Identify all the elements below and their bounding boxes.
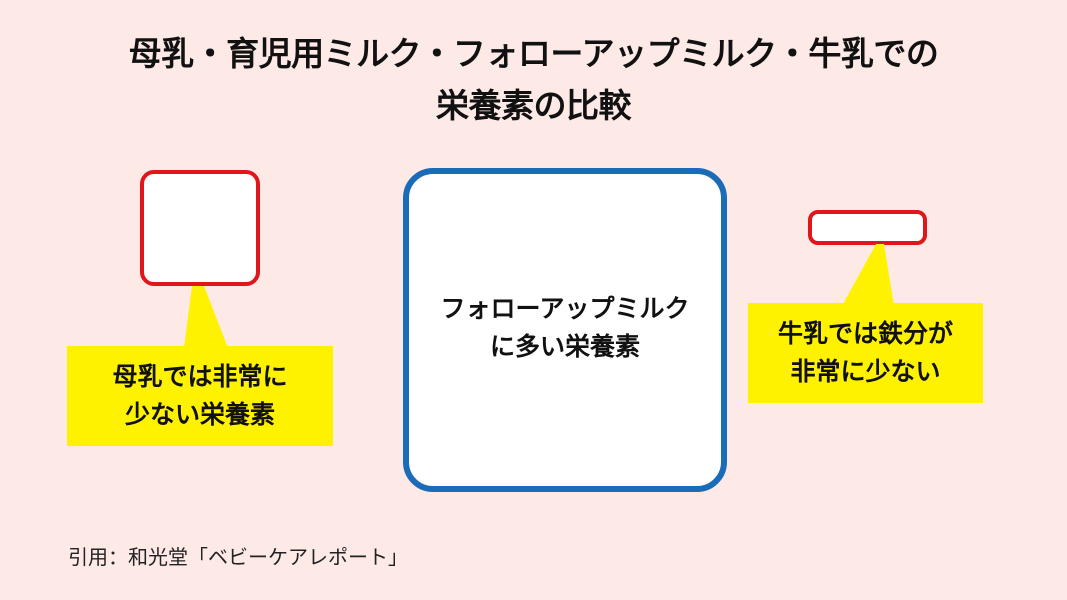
center-box-label: フォローアップミルク に多い栄養素 [409,290,721,366]
right-callout-line-1: 牛乳では鉄分が [777,319,953,348]
left-callout-tail [184,286,228,348]
title-line-2: 栄養素の比較 [436,86,632,125]
center-label-line-2: に多い栄養素 [489,332,640,361]
citation-text: 引用：和光堂「ベビーケアレポート」 [68,545,408,569]
title-line-1: 母乳・育児用ミルク・フォローアップミルク・牛乳での [128,34,939,73]
left-callout-line-2: 少ない栄養素 [124,400,275,429]
diagram-title: 母乳・育児用ミルク・フォローアップミルク・牛乳での 栄養素の比較 [0,28,1067,132]
right-callout-tail [842,244,894,306]
right-callout: 牛乳では鉄分が 非常に少ない [748,303,983,403]
cow-milk-empty-box [808,210,927,245]
breast-milk-empty-box [140,170,260,286]
center-label-line-1: フォローアップミルク [440,294,690,323]
follow-up-milk-box [403,168,727,492]
right-callout-line-2: 非常に少ない [790,357,941,386]
left-callout-line-1: 母乳では非常に [112,362,288,391]
left-callout: 母乳では非常に 少ない栄養素 [67,346,333,446]
